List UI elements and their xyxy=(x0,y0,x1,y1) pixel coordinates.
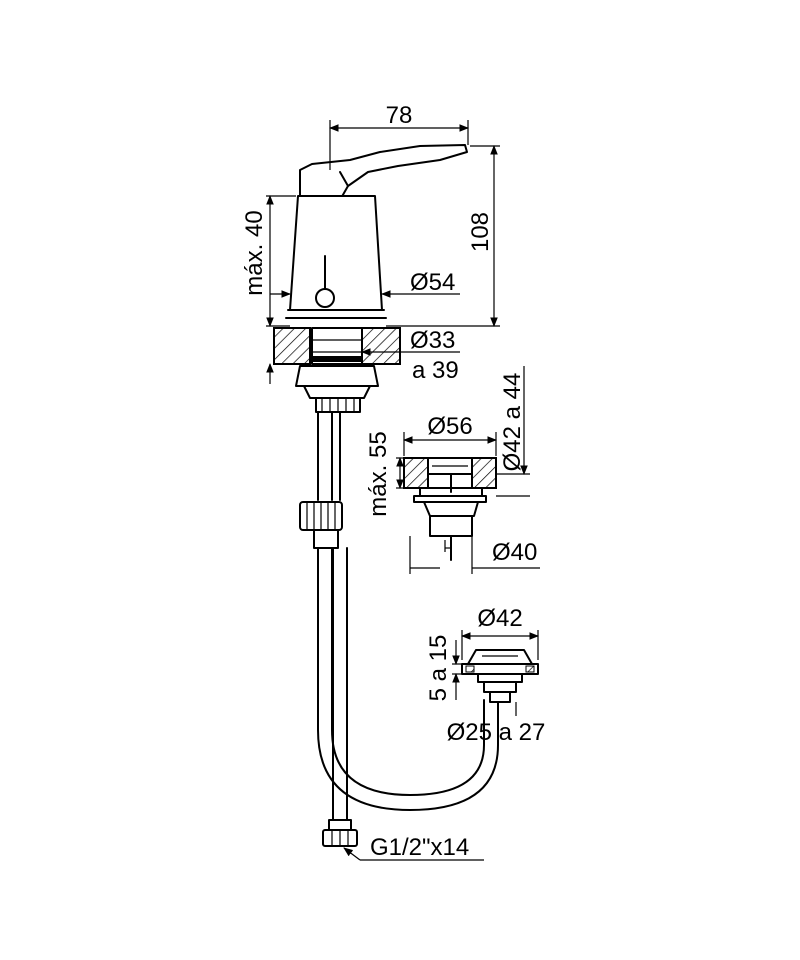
dim-max-height: máx. 40 xyxy=(241,210,268,295)
dimension-lines-hose xyxy=(343,847,484,861)
dimension-lines-middle xyxy=(396,366,540,574)
dim-height: 108 xyxy=(467,212,494,252)
lever-handle xyxy=(299,144,468,201)
dim-body-diameter: Ø54 xyxy=(410,269,455,296)
dim-small-height-range: 5 a 15 xyxy=(425,635,452,702)
faucet-body xyxy=(289,195,383,311)
dim-small-bottom-range: Ø25 a 27 xyxy=(447,719,546,746)
counter-right xyxy=(361,327,401,365)
dim-top-width: 78 xyxy=(386,102,413,129)
dim-hole-diameter: Ø33 xyxy=(410,327,455,354)
detail-small xyxy=(461,649,539,703)
dim-small-diameter: Ø42 xyxy=(477,605,522,632)
faucet-main xyxy=(273,144,499,847)
dim-mid-range: Ø42 a 44 xyxy=(499,373,526,472)
dim-hose-thread: G1/2"x14 xyxy=(370,834,469,861)
dim-mid-diameter: Ø56 xyxy=(427,413,472,440)
dimension-lines-main xyxy=(266,120,500,384)
flex-hose xyxy=(317,547,499,811)
counter-left xyxy=(273,327,311,365)
detail-middle xyxy=(403,457,497,561)
dim-hole-range: a 39 xyxy=(412,357,459,384)
dimension-lines-small xyxy=(452,630,539,716)
dim-mid-max-height: máx. 55 xyxy=(365,431,392,516)
dim-mid-bottom-diameter: Ø40 xyxy=(492,539,537,566)
